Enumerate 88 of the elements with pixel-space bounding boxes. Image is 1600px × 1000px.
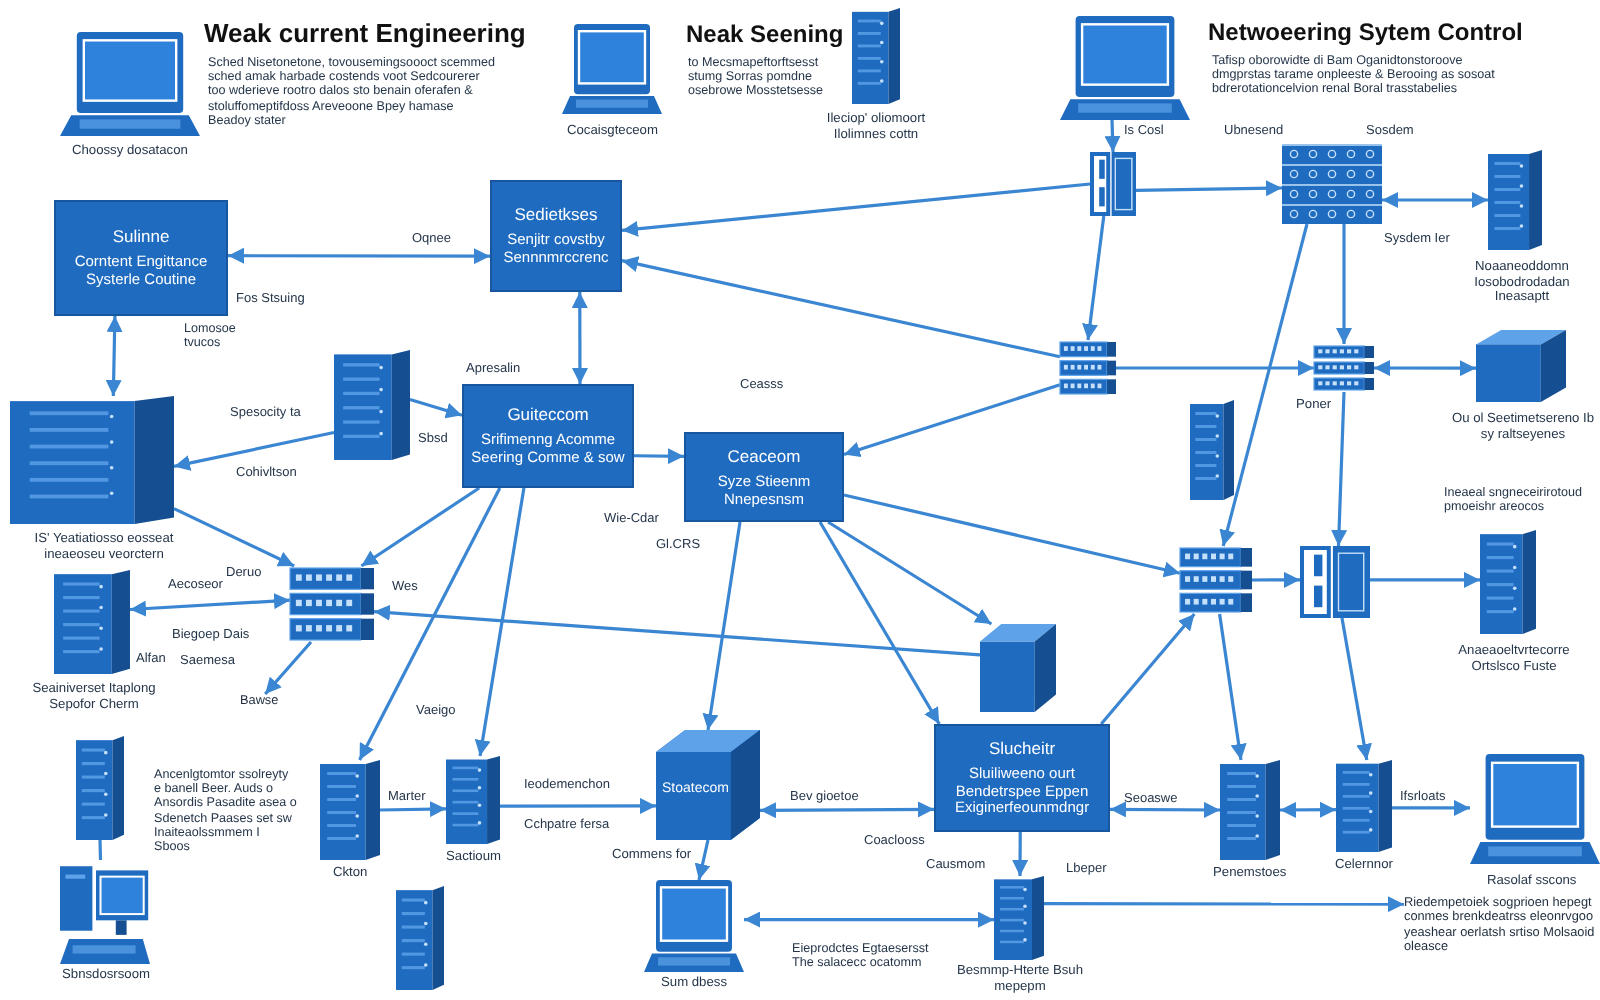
- cabinet-icon: [1090, 152, 1136, 216]
- process-box: [490, 180, 622, 292]
- process-box: [54, 200, 228, 316]
- arrow: [1336, 224, 1352, 344]
- process-box: [684, 432, 844, 522]
- server-tower-icon: [852, 8, 900, 104]
- double-arrow: [571, 292, 588, 384]
- server-tower-icon: [994, 876, 1044, 960]
- arrow: [1135, 180, 1283, 197]
- arrow: [1082, 215, 1106, 341]
- server-tower-icon: [1488, 150, 1542, 250]
- arrow: [373, 604, 981, 657]
- arrow: [264, 640, 313, 696]
- section-heading: Weak current Engineering: [204, 20, 526, 50]
- cabinet-icon: [1300, 546, 1370, 618]
- arrow: [818, 521, 941, 725]
- server-tower-icon: [76, 736, 124, 840]
- network-switch-icon: [1314, 344, 1374, 392]
- server-tower-icon: [1190, 400, 1234, 500]
- server-tower-icon: [446, 756, 500, 844]
- server-tower-icon: [1220, 760, 1280, 860]
- server-tower-icon: [320, 760, 380, 860]
- double-arrow: [1110, 801, 1220, 818]
- box-title: Sulinne: [112, 226, 170, 247]
- double-arrow: [1280, 801, 1336, 818]
- box-title: Slucheitr: [988, 737, 1056, 759]
- arrow: [1340, 617, 1372, 761]
- arrow: [694, 839, 711, 881]
- network-switch-icon: [1060, 340, 1116, 396]
- server-box-icon: [980, 624, 1056, 712]
- arrow: [500, 797, 656, 814]
- double-arrow: [744, 911, 994, 928]
- arrow: [843, 493, 1181, 578]
- server-tower-icon: [396, 886, 444, 990]
- laptop-icon: [644, 880, 744, 972]
- server-tower-icon: [334, 350, 410, 460]
- server-tower-icon: [54, 570, 130, 674]
- arrow: [1331, 391, 1348, 547]
- connector-line: [98, 839, 103, 861]
- double-arrow: [129, 593, 291, 617]
- arrow: [1044, 896, 1404, 913]
- arrow: [1370, 571, 1480, 588]
- server-tower-icon: [1480, 530, 1536, 634]
- arrow: [1218, 613, 1247, 761]
- section-heading: Neak Seening: [686, 22, 844, 50]
- box-title: Ceaceom: [727, 445, 801, 466]
- section-heading: Netwoeering Sytem Control: [1208, 20, 1523, 48]
- arrow: [843, 383, 1061, 458]
- desktop-computer-icon: [60, 860, 150, 964]
- double-arrow: [1374, 360, 1476, 377]
- arrow: [474, 487, 526, 757]
- network-switch-icon: [1180, 546, 1252, 614]
- arrow: [409, 397, 463, 419]
- process-box: [462, 384, 634, 488]
- arrow: [634, 448, 684, 465]
- laptop-icon: [1470, 754, 1600, 864]
- arrow: [1104, 119, 1121, 153]
- laptop-icon: [1060, 16, 1190, 120]
- arrow: [1219, 223, 1309, 547]
- arrow: [827, 520, 993, 626]
- arrow: [702, 521, 742, 731]
- arrow: [1099, 612, 1196, 726]
- laptop-icon: [60, 32, 200, 136]
- arrow: [1116, 360, 1314, 376]
- double-arrow: [105, 315, 123, 397]
- network-switch-icon: [290, 566, 374, 642]
- arrow: [621, 182, 1091, 237]
- double-arrow: [228, 247, 490, 265]
- double-arrow: [760, 801, 934, 819]
- server-box-icon: [1476, 330, 1566, 402]
- arrow: [360, 486, 481, 568]
- laptop-icon: [562, 24, 662, 114]
- server-box: [656, 730, 760, 840]
- box-title: Sedietkses: [514, 204, 598, 225]
- arrow: [173, 430, 335, 471]
- box-title: Guiteccom: [507, 404, 589, 425]
- server-tower-icon: [10, 396, 174, 524]
- arrow: [358, 487, 502, 761]
- arrow: [173, 507, 295, 568]
- arrow: [1252, 571, 1300, 588]
- arrow: [1012, 832, 1029, 876]
- rack-panel-icon: [1282, 144, 1382, 224]
- process-box: [934, 724, 1110, 832]
- server-tower-icon: [1336, 760, 1392, 852]
- arrow: [621, 256, 1061, 359]
- arrow: [379, 801, 447, 818]
- arrow: [1392, 799, 1470, 816]
- double-arrow: [1382, 192, 1488, 208]
